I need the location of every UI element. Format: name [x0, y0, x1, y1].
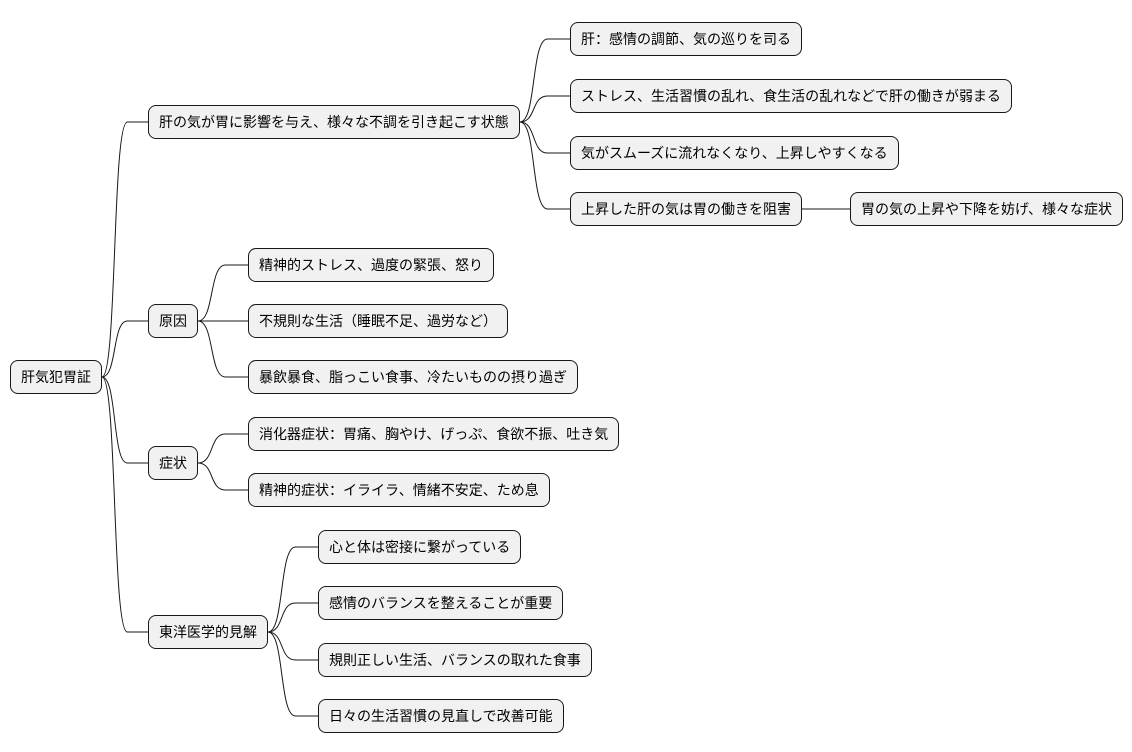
connector-line — [267, 602, 318, 633]
leaf-node: 不規則な生活（睡眠不足、過労など） — [248, 304, 508, 338]
connector-line — [197, 264, 248, 322]
branch-node-symptoms: 症状 — [148, 446, 198, 480]
connector-line — [101, 121, 148, 378]
leaf-node: 精神的ストレス、過度の緊張、怒り — [248, 248, 494, 282]
branch-node-overview: 肝の気が胃に影響を与え、様々な不調を引き起こす状態 — [148, 105, 520, 139]
connector-line — [519, 38, 570, 123]
leaf-node: 日々の生活習慣の見直しで改善可能 — [318, 699, 564, 733]
connector-line — [197, 433, 248, 464]
connector-line — [101, 320, 148, 378]
connector-line — [267, 631, 318, 661]
leaf-node: 感情のバランスを整えることが重要 — [318, 586, 564, 620]
connector-line — [267, 631, 318, 717]
leaf-node: 肝：感情の調節、気の巡りを司る — [570, 22, 802, 56]
connector-line — [101, 376, 148, 633]
leaf-node: 胃の気の上昇や下降を妨げ、様々な症状 — [850, 192, 1124, 226]
connector-line — [519, 121, 570, 154]
connector-line — [519, 95, 570, 123]
connector-line — [197, 462, 248, 491]
sub-branch-node: 上昇した肝の気は胃の働きを阻害 — [570, 192, 802, 226]
root-node: 肝気犯胃証 — [10, 360, 102, 394]
leaf-node: ストレス、生活習慣の乱れ、食生活の乱れなどで肝の働きが弱まる — [570, 79, 1012, 113]
connector-line — [267, 546, 318, 633]
leaf-node: 消化器症状：胃痛、胸やけ、げっぷ、食欲不振、吐き気 — [248, 417, 620, 451]
connector-line — [101, 376, 148, 464]
branch-node-causes: 原因 — [148, 304, 198, 338]
connector-line — [519, 121, 570, 210]
leaf-node: 暴飲暴食、脂っこい食事、冷たいものの摂り過ぎ — [248, 360, 578, 394]
leaf-node: 気がスムーズに流れなくなり、上昇しやすくなる — [570, 136, 899, 170]
connector-line — [197, 320, 248, 378]
leaf-node: 心と体は密接に繋がっている — [318, 530, 522, 564]
leaf-node: 精神的症状：イライラ、情緒不安定、ため息 — [248, 473, 550, 507]
branch-node-eastern-view: 東洋医学的見解 — [148, 615, 268, 649]
leaf-node: 規則正しい生活、バランスの取れた食事 — [318, 643, 592, 677]
